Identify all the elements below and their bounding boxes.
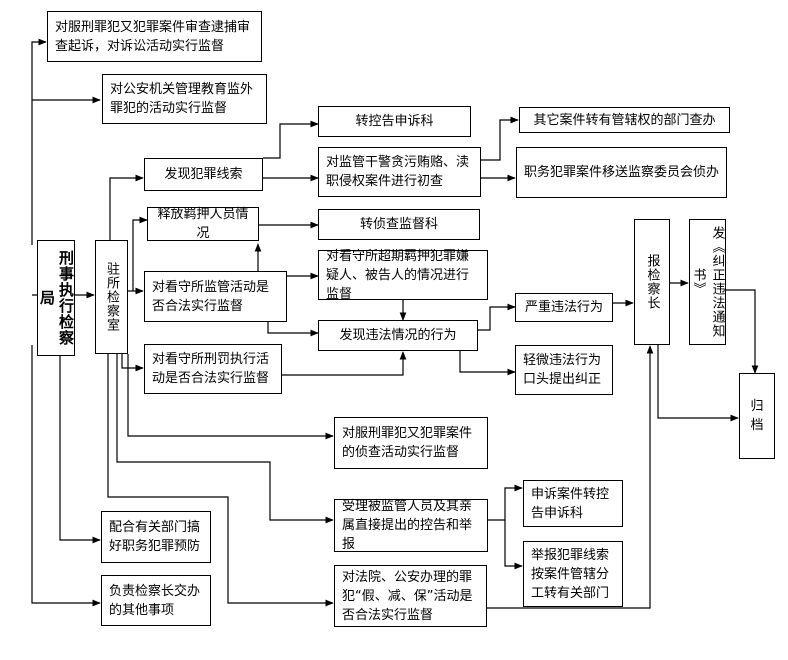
node-reoffend-review: 对服刑罪犯又犯罪案件审查逮捕审查起诉，对诉讼活动实行监督 bbox=[47, 11, 262, 62]
node-transfer-clue: 举报犯罪线索按案件管辖分工转有关部门 bbox=[523, 541, 623, 607]
node-police-supervision: 对公安机关管理教育监外罪犯的活动实行监督 bbox=[102, 74, 267, 124]
node-overdue-detention-label: 对看守所超期羁押犯罪嫌疑人、被告人的情况进行监督 bbox=[326, 248, 470, 302]
node-archive: 归档 bbox=[739, 373, 775, 459]
node-violation: 发现违法情况的行为 bbox=[318, 320, 478, 351]
node-archive-label: 归档 bbox=[750, 399, 764, 433]
node-clue: 发现犯罪线索 bbox=[144, 158, 263, 191]
node-reoffend-review-label: 对服刑罪犯又犯罪案件审查逮捕审查起诉，对诉讼活动实行监督 bbox=[55, 19, 251, 54]
node-inspection-dept-label: 转侦查监督科 bbox=[359, 217, 438, 232]
node-complaint-dept-2-label: 申诉案件转控告申诉科 bbox=[531, 486, 610, 521]
node-other-case: 其它案件转有管辖权的部门查办 bbox=[519, 107, 730, 133]
node-report-chief-label: 报检察长 bbox=[644, 254, 660, 310]
node-accept-report-label: 受理被监管人员及其亲属直接提出的控告和举报 bbox=[342, 499, 473, 552]
node-release-label: 释放羁押人员情况 bbox=[157, 207, 249, 241]
bureau-box: 刑事执行检察局 bbox=[37, 240, 75, 356]
node-police-supervision-label: 对公安机关管理教育监外罪犯的活动实行监督 bbox=[110, 82, 254, 116]
node-accept-report: 受理被监管人员及其亲属直接提出的控告和举报 bbox=[334, 499, 488, 552]
node-clue-label: 发现犯罪线索 bbox=[164, 167, 243, 182]
node-notice-label: 发《纠正违法通知书》 bbox=[690, 226, 725, 338]
node-custody-supervision: 对看守所监管活动是否合法实行监督 bbox=[144, 271, 287, 322]
node-release: 释放羁押人员情况 bbox=[147, 207, 259, 241]
node-complaint-dept-1: 转控告申诉科 bbox=[318, 106, 471, 137]
office-label: 驻所检察室 bbox=[104, 262, 119, 332]
node-transfer-clue-label: 举报犯罪线索按案件管辖分工转有关部门 bbox=[531, 547, 610, 601]
node-other-tasks: 负责检察长交办的其他事项 bbox=[101, 575, 211, 626]
node-serious-label: 严重违法行为 bbox=[524, 300, 603, 315]
node-violation-label: 发现违法情况的行为 bbox=[339, 328, 457, 343]
node-to-supervision-label: 职务犯罪案件移送监察委员会侦办 bbox=[524, 165, 720, 180]
bureau-label: 刑事执行检察局 bbox=[38, 250, 75, 346]
node-complaint-dept-1-label: 转控告申诉科 bbox=[355, 114, 434, 129]
node-court-supervision: 对法院、公安办理的罪犯“假、减、保”活动是否合法实行监督 bbox=[334, 565, 487, 627]
node-penalty-label: 对看守所刑罚执行活动是否合法实行监督 bbox=[152, 352, 270, 386]
node-penalty: 对看守所刑罚执行活动是否合法实行监督 bbox=[144, 344, 282, 394]
node-minor-label: 轻微违法行为口头提出纠正 bbox=[523, 353, 602, 387]
node-other-case-label: 其它案件转有管辖权的部门查办 bbox=[533, 112, 716, 128]
node-cooperate: 配合有关部门搞好职务犯罪预防 bbox=[101, 511, 211, 563]
node-corruption-label: 对监管干警贪污贿赂、渎职侵权案件进行初查 bbox=[326, 155, 470, 189]
node-report-chief: 报检察长 bbox=[634, 219, 670, 345]
node-inspection-dept: 转侦查监督科 bbox=[318, 209, 480, 240]
node-minor: 轻微违法行为口头提出纠正 bbox=[515, 345, 613, 395]
node-to-supervision: 职务犯罪案件移送监察委员会侦办 bbox=[516, 147, 727, 198]
node-cooperate-label: 配合有关部门搞好职务犯罪预防 bbox=[109, 520, 201, 554]
node-custody-supervision-label: 对看守所监管活动是否合法实行监督 bbox=[152, 279, 270, 314]
node-complaint-dept-2: 申诉案件转控告申诉科 bbox=[523, 480, 623, 527]
node-reoffend-investigation: 对服刑罪犯又犯罪案件的侦查活动实行监督 bbox=[334, 417, 488, 469]
office-box: 驻所检察室 bbox=[95, 240, 128, 354]
node-other-tasks-label: 负责检察长交办的其他事项 bbox=[109, 583, 201, 618]
node-reoffend-investigation-label: 对服刑罪犯又犯罪案件的侦查活动实行监督 bbox=[342, 426, 473, 460]
node-notice: 发《纠正违法通知书》 bbox=[689, 219, 726, 345]
node-corruption: 对监管干警贪污贿赂、渎职侵权案件进行初查 bbox=[318, 147, 481, 197]
node-serious: 严重违法行为 bbox=[515, 293, 613, 322]
node-court-supervision-label: 对法院、公安办理的罪犯“假、减、保”活动是否合法实行监督 bbox=[342, 569, 473, 623]
node-overdue-detention: 对看守所超期羁押犯罪嫌疑人、被告人的情况进行监督 bbox=[318, 249, 488, 302]
